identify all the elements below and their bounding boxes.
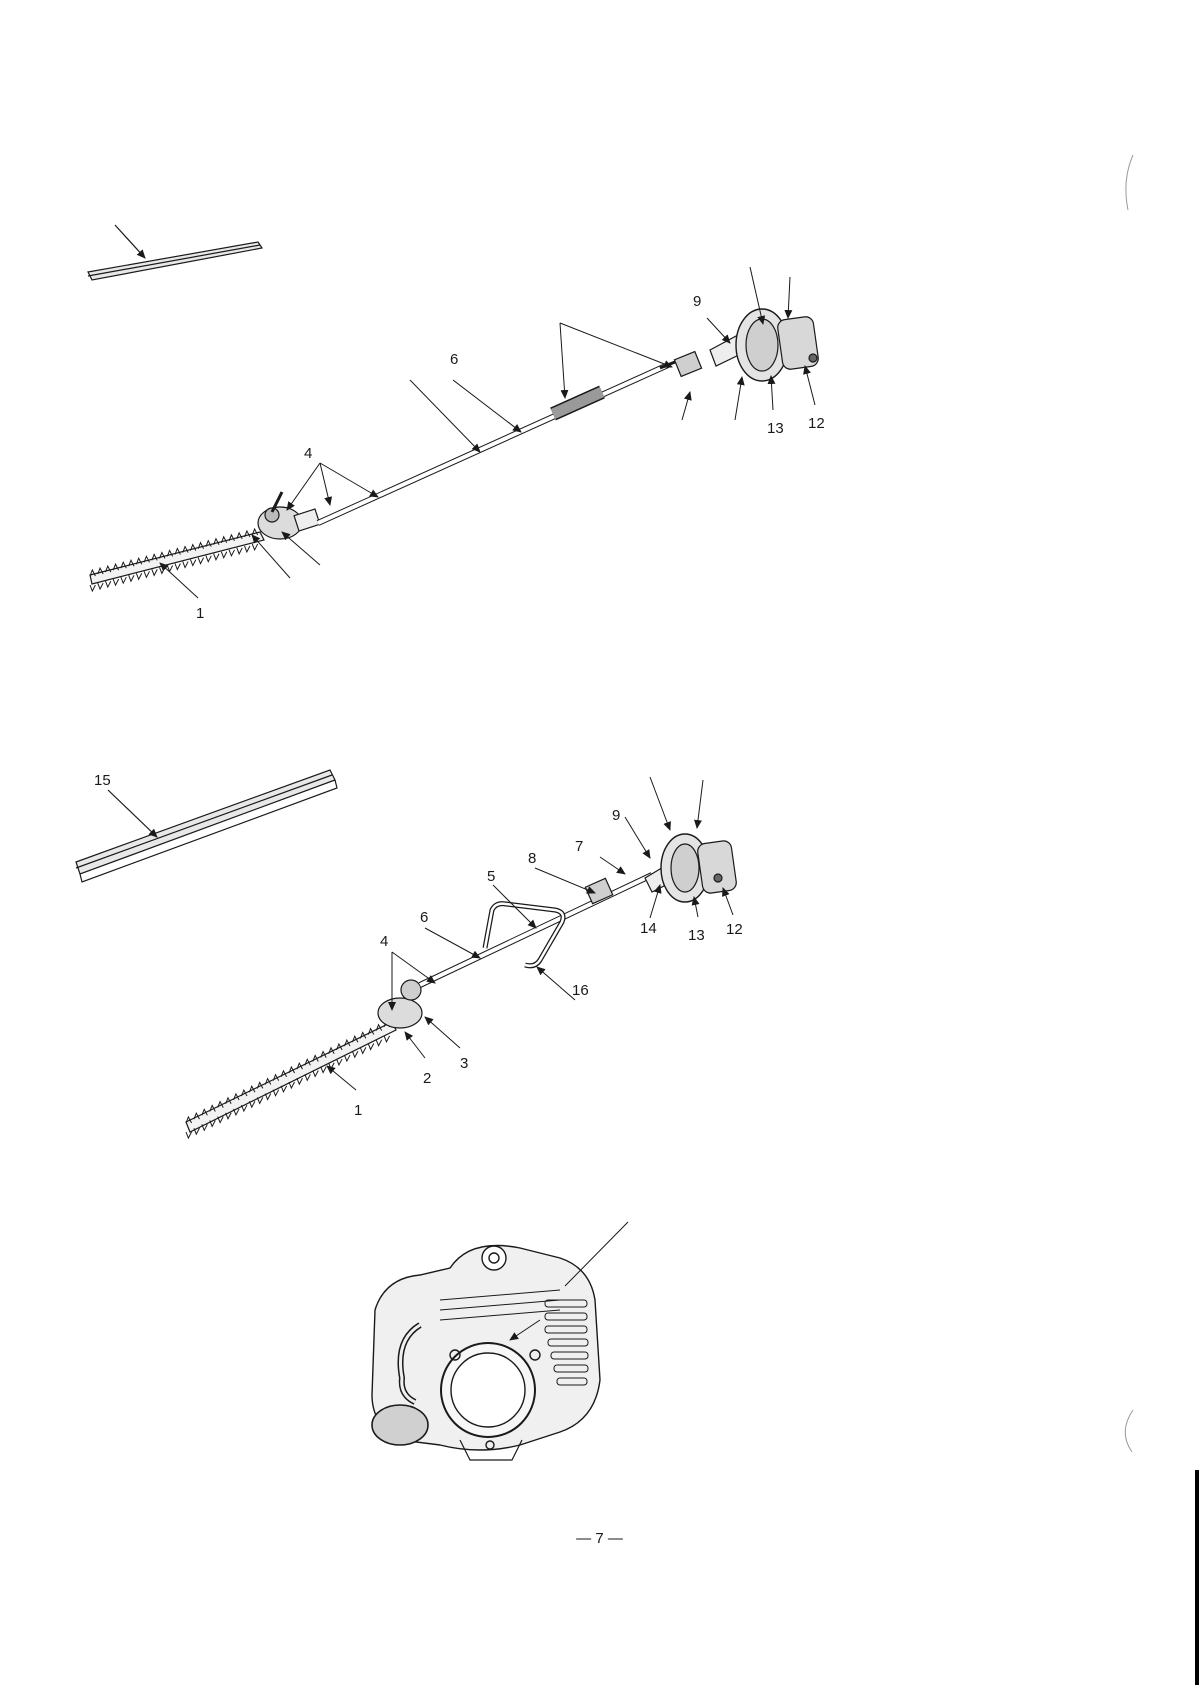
middle-callout-7: 7: [575, 838, 583, 855]
top-gear-case: [258, 492, 320, 539]
top-callout-4: 4: [304, 445, 312, 462]
middle-callout-13: 13: [688, 927, 705, 944]
middle-blade-cover: [76, 770, 337, 882]
middle-callout-12: 12: [726, 921, 743, 938]
top-diagram: [88, 225, 819, 598]
top-callout-12: 12: [808, 415, 825, 432]
middle-callout-2: 2: [423, 1070, 431, 1087]
middle-callout-6: 6: [420, 909, 428, 926]
middle-engine: [645, 834, 737, 902]
middle-callout-3: 3: [460, 1055, 468, 1072]
top-callout-6: 6: [450, 351, 458, 368]
middle-callout-16: 16: [572, 982, 589, 999]
top-cover-leader: [115, 225, 145, 258]
margin-bracket-bottom: [1125, 1410, 1133, 1452]
margin-bar: [1195, 1470, 1199, 1685]
top-shaft: [318, 352, 702, 523]
top-callout-1: 1: [196, 605, 204, 622]
middle-callout-9: 9: [612, 807, 620, 824]
middle-shaft: [420, 875, 652, 985]
margin-bracket-top: [1126, 155, 1133, 210]
middle-callout-14: 14: [640, 920, 657, 937]
top-engine: [710, 309, 819, 381]
page-number: — 7 —: [0, 1530, 1199, 1547]
middle-callout-4: 4: [380, 933, 388, 950]
top-callout-9: 9: [693, 293, 701, 310]
middle-callout-1: 1: [354, 1102, 362, 1119]
middle-gear-case: [378, 980, 422, 1028]
top-callout-13: 13: [767, 420, 784, 437]
top-cutter-blade: [90, 529, 264, 591]
top-blade-cover: [88, 225, 262, 280]
middle-callout-8: 8: [528, 850, 536, 867]
engine-closeup: [372, 1222, 628, 1460]
middle-cutter-blade: [186, 1021, 396, 1138]
middle-callout-15: 15: [94, 772, 111, 789]
top-leaders: [160, 267, 815, 598]
middle-diagram: [76, 770, 737, 1138]
middle-callout-5: 5: [487, 868, 495, 885]
